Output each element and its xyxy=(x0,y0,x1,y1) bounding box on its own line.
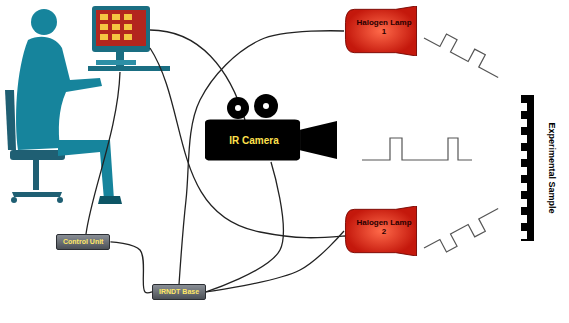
camera-reels xyxy=(227,94,278,119)
ir-camera: IR Camera xyxy=(205,118,337,162)
node-label: Halogen Lamp 1 xyxy=(344,19,418,43)
cable xyxy=(206,162,283,292)
halogen-lamp: Halogen Lamp 1 xyxy=(344,6,418,56)
sample-label: Experimental Sample xyxy=(547,122,557,213)
node-label: Halogen Lamp 2 xyxy=(344,219,418,243)
halogen-lamp: Halogen Lamp 2 xyxy=(344,206,418,256)
cable xyxy=(179,31,344,284)
irndt-base: IRNDT Base xyxy=(152,284,206,300)
operator-figure xyxy=(16,9,122,204)
node-label: IR Camera xyxy=(229,135,312,146)
pc-cable xyxy=(86,30,345,238)
control-unit: Control Unit xyxy=(56,234,110,250)
experimental-sample xyxy=(521,95,534,241)
lamp-shape xyxy=(344,6,418,56)
node-label: Control Unit xyxy=(63,238,103,246)
lamp-shape xyxy=(344,206,418,256)
cable xyxy=(110,242,152,293)
node-label: IRNDT Base xyxy=(159,288,199,296)
cable xyxy=(206,231,344,292)
